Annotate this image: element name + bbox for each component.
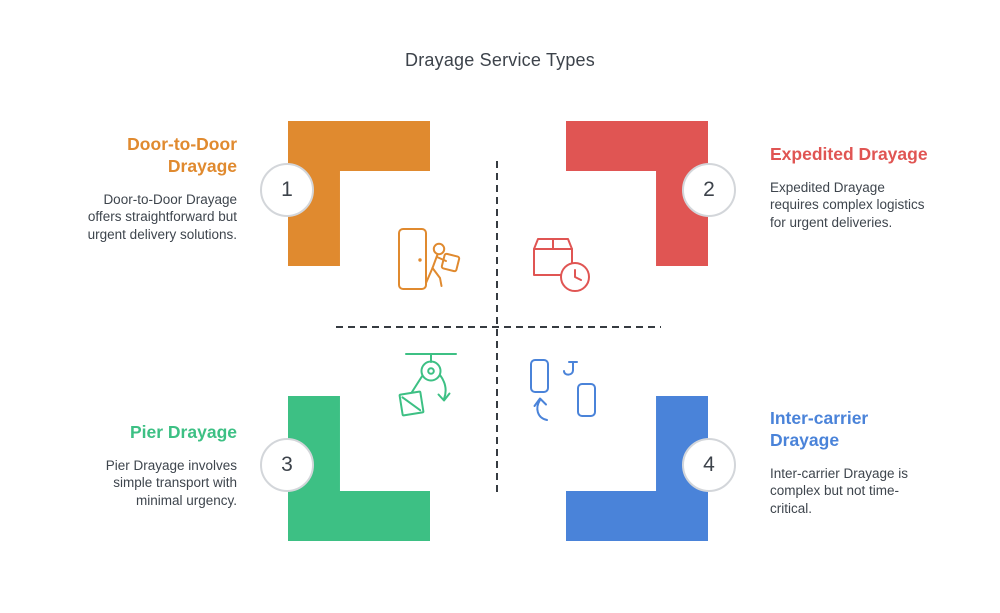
step-badge-2: 2 <box>682 163 736 217</box>
pulley-lifting-crate-icon <box>392 347 470 427</box>
quadrant-text-block: Expedited Drayage Expedited Drayage requ… <box>770 144 985 232</box>
horizontal-dashed-axis <box>336 326 661 328</box>
step-badge-3: 3 <box>260 438 314 492</box>
quadrant-text-block: Pier Drayage Pier Drayage involves simpl… <box>22 422 237 510</box>
quadrant-heading: Inter-carrier Drayage <box>770 408 869 450</box>
quadrant-text-block: Door-to-Door Drayage Door-to-Door Drayag… <box>22 134 237 243</box>
quadrant-description: Door-to-Door Drayage offers straightforw… <box>87 191 237 242</box>
quadrant-heading: Expedited Drayage <box>770 144 928 164</box>
step-badge-4: 4 <box>682 438 736 492</box>
quadrant-description: Inter-carrier Drayage is complex but not… <box>770 465 909 516</box>
page-title: Drayage Service Types <box>405 50 595 70</box>
step-number: 4 <box>703 453 715 476</box>
quadrant-heading: Door-to-Door Drayage <box>127 134 237 176</box>
step-number: 3 <box>281 453 293 476</box>
container-swap-with-hook-icon <box>523 354 603 432</box>
step-number: 1 <box>281 178 293 201</box>
package-with-clock-icon <box>523 227 601 303</box>
quadrant-description: Expedited Drayage requires complex logis… <box>770 179 925 230</box>
quadrant-description: Pier Drayage involves simple transport w… <box>105 457 237 508</box>
step-number: 2 <box>703 178 715 201</box>
step-badge-1: 1 <box>260 163 314 217</box>
person-carrying-box-through-door-icon <box>392 222 470 302</box>
quadrant-heading: Pier Drayage <box>129 422 237 442</box>
quadrant-text-block: Inter-carrier Drayage Inter-carrier Dray… <box>770 408 985 517</box>
